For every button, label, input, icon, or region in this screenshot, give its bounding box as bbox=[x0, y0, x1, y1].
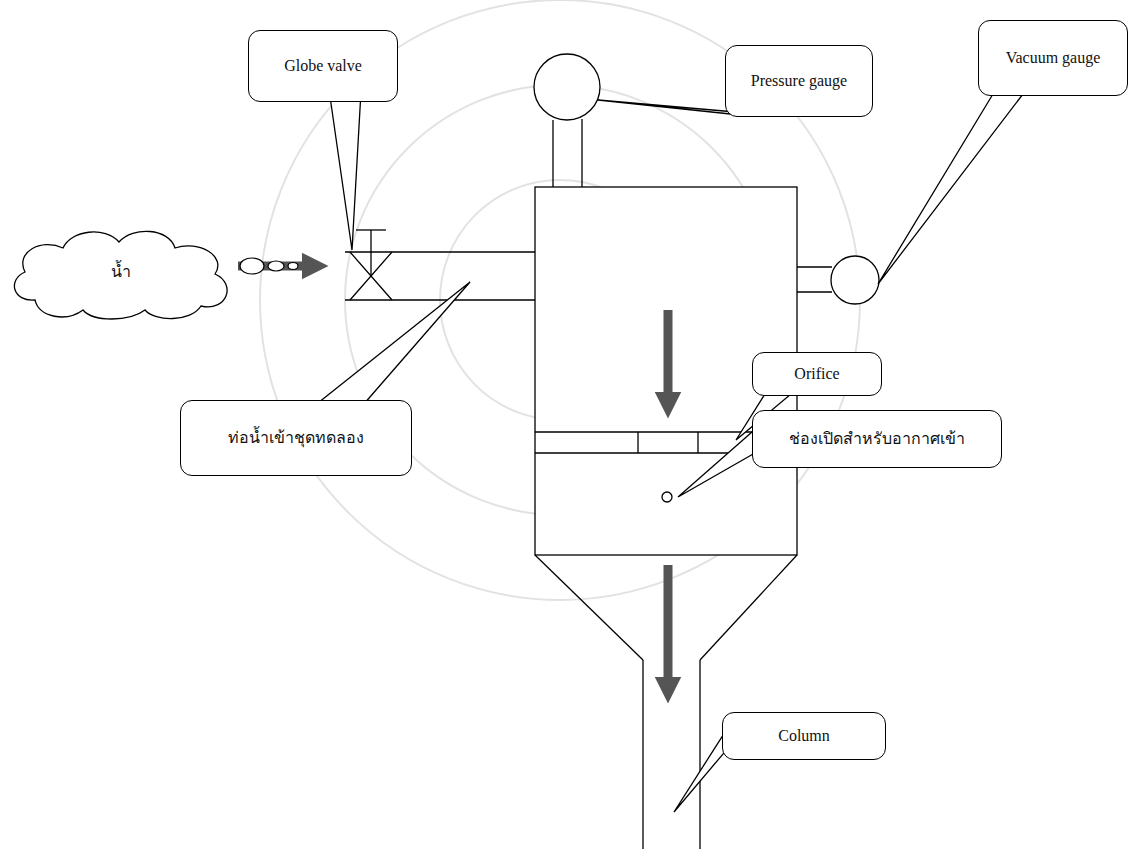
cloud-puff bbox=[240, 258, 264, 274]
orifice-hole bbox=[697, 432, 698, 453]
callout-label: Orifice bbox=[794, 364, 839, 383]
column-wall bbox=[699, 660, 700, 849]
cloud-puff bbox=[288, 263, 298, 270]
callout-label: ช่องเปิดสำหรับอากาศเข้า bbox=[789, 429, 965, 448]
callout-label: ท่อน้ำเข้าชุดทดลอง bbox=[228, 428, 364, 447]
flow-arrow bbox=[664, 310, 673, 405]
callout-box: ท่อน้ำเข้าชุดทดลอง bbox=[180, 400, 412, 476]
vacuum-gauge bbox=[831, 256, 879, 304]
gauge-stem bbox=[797, 266, 832, 267]
gauge-stem bbox=[797, 291, 832, 292]
cloud-puff bbox=[268, 261, 284, 271]
air-inlet bbox=[662, 492, 672, 502]
gauge-stem bbox=[552, 120, 553, 187]
orifice-hole bbox=[637, 432, 638, 453]
callout-box: Orifice bbox=[752, 352, 882, 396]
callout-box: Column bbox=[722, 712, 886, 760]
callout-tail bbox=[331, 100, 361, 250]
valve-handle bbox=[356, 229, 386, 230]
valve-stem bbox=[370, 230, 371, 276]
callout-box: Globe valve bbox=[248, 30, 398, 102]
callout-tail bbox=[878, 94, 1023, 284]
callout-tail bbox=[678, 430, 754, 497]
callout-tail bbox=[674, 734, 724, 812]
column-wall bbox=[642, 660, 643, 849]
callout-tail bbox=[319, 282, 470, 402]
pressure-gauge bbox=[534, 54, 600, 120]
water-cloud: น้ำ bbox=[5, 222, 237, 322]
callout-tail bbox=[678, 430, 754, 497]
gauge-stem bbox=[581, 119, 582, 187]
callout-box: Pressure gauge bbox=[725, 45, 873, 117]
callout-tail bbox=[674, 734, 724, 812]
callout-box: Vacuum gauge bbox=[978, 20, 1128, 96]
inlet-pipe bbox=[345, 299, 535, 300]
cone bbox=[535, 555, 643, 660]
cone bbox=[700, 555, 797, 660]
inlet-pipe bbox=[345, 251, 535, 252]
callout-label: Pressure gauge bbox=[751, 71, 847, 90]
callout-label: Vacuum gauge bbox=[1006, 48, 1101, 67]
flow-arrow bbox=[664, 565, 673, 690]
callout-tail bbox=[331, 100, 361, 250]
callout-box: ช่องเปิดสำหรับอากาศเข้า bbox=[752, 410, 1002, 468]
callout-label: Column bbox=[778, 726, 830, 745]
callout-tail bbox=[878, 94, 1023, 284]
callout-tail bbox=[319, 282, 470, 402]
cloud-label: น้ำ bbox=[111, 262, 131, 281]
callout-label: Globe valve bbox=[284, 56, 362, 75]
